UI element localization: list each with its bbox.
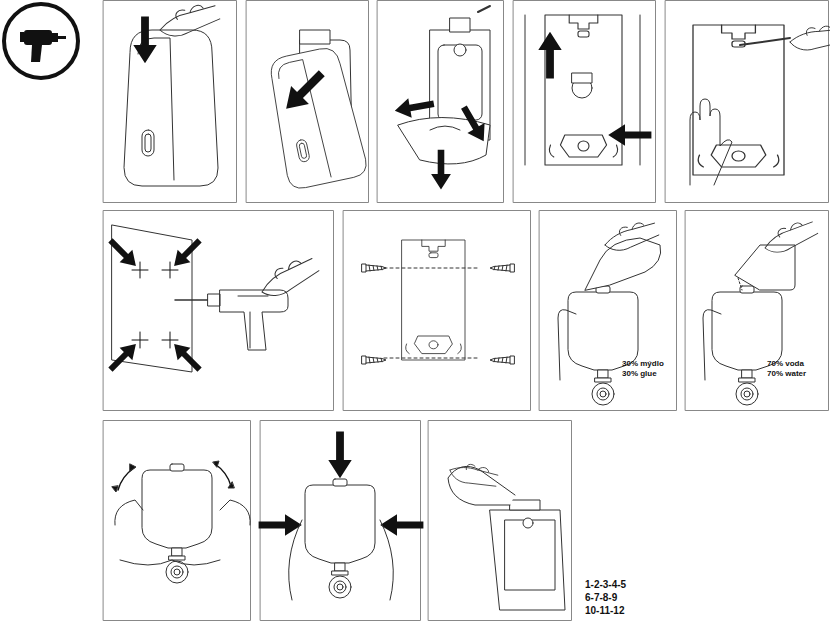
step-sequence: 1-2-3-4-5	[585, 579, 626, 590]
mix-ratio-label: 30% glue	[622, 370, 657, 379]
step-sequence: 10-11-12	[585, 605, 624, 616]
mix-ratio-label: 70% water	[767, 370, 806, 379]
step-sequence: 6-7-8-9	[585, 592, 617, 603]
mix-ratio-label: 70% voda	[767, 360, 804, 369]
mix-ratio-label: 30% mýdlo	[622, 360, 664, 369]
